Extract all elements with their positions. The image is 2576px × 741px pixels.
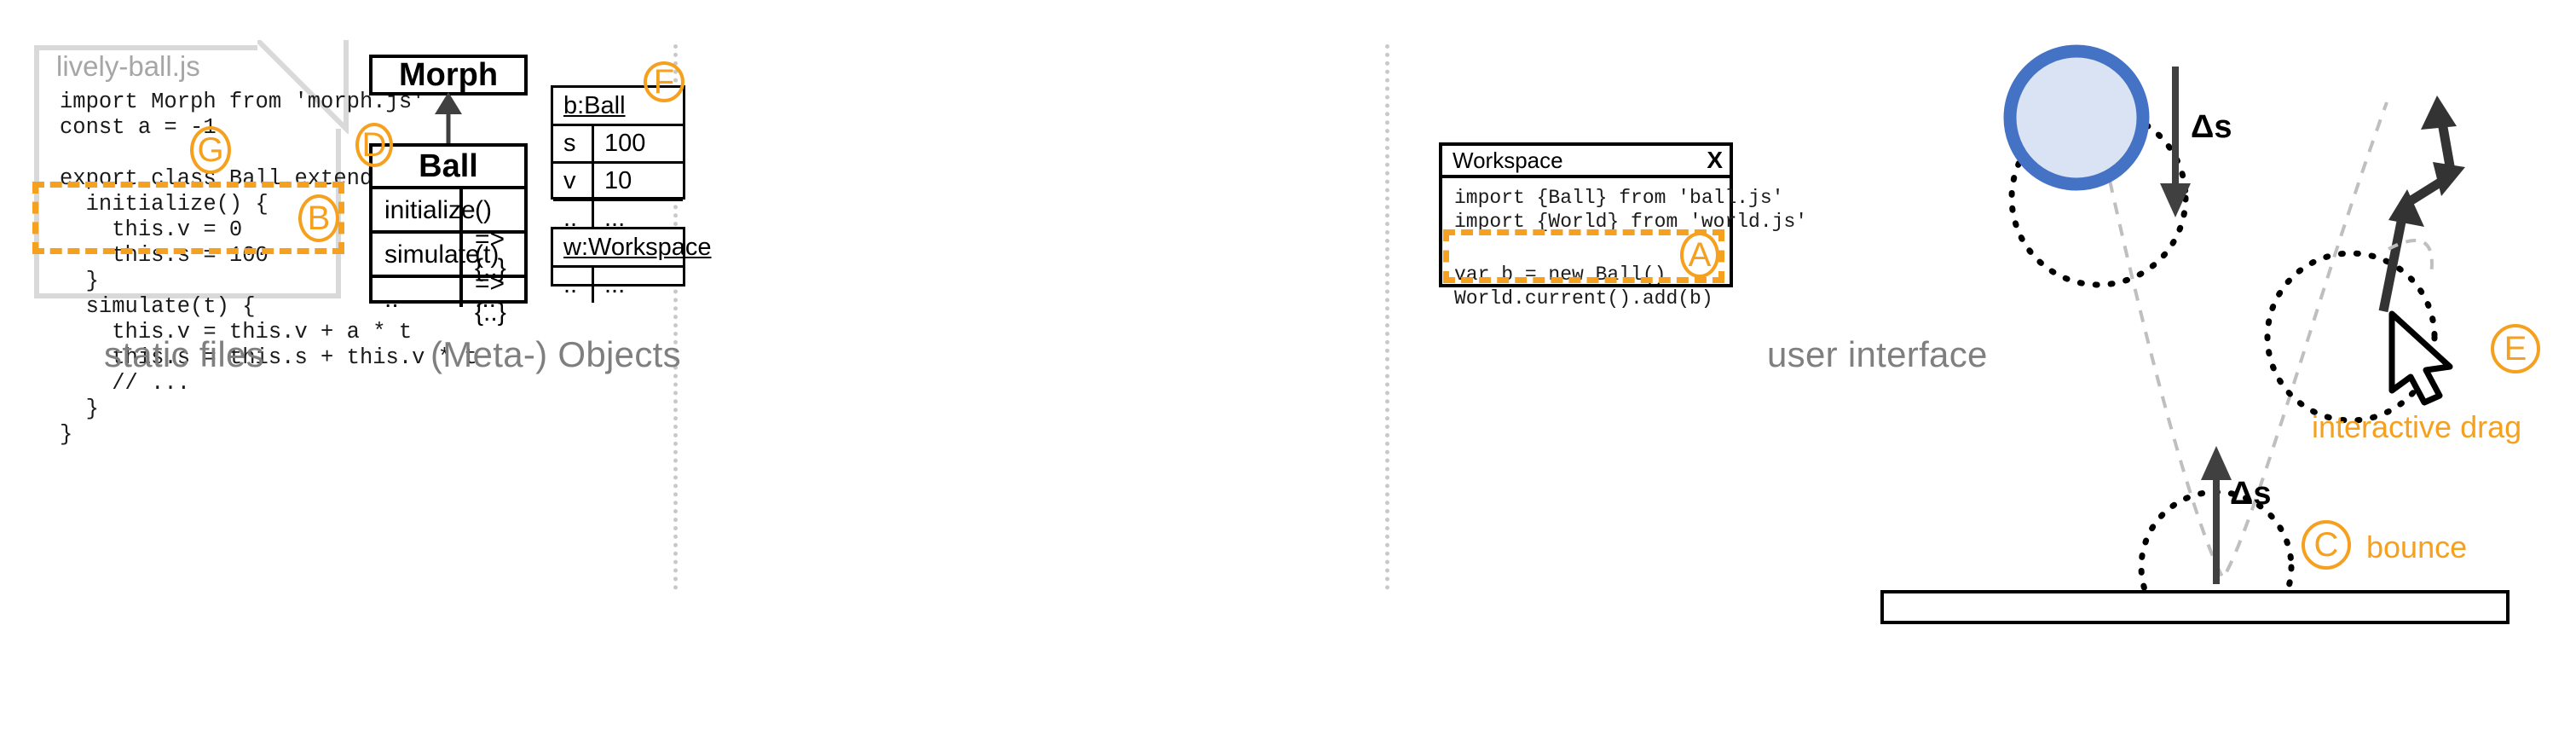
close-icon[interactable]: X — [1707, 147, 1723, 173]
file-code-top: import Morph from 'morph.js' const a = -… — [60, 90, 490, 293]
uml-cell-value: (t) => {..} — [475, 240, 506, 327]
ghost-ball-top — [2008, 107, 2189, 288]
delta-s-down-head — [2160, 183, 2191, 217]
caption-user-interface: user interface — [1767, 334, 1988, 374]
badge-b[interactable]: B — [298, 194, 339, 242]
inheritance-arrow-icon — [435, 92, 462, 145]
ball-simulation-graphic — [2003, 44, 2465, 597]
caption-meta-objects: (Meta-) Objects — [430, 334, 681, 374]
ball-shape — [2003, 44, 2150, 191]
drag-arrow-3-head — [2421, 96, 2457, 130]
uml-class-morph-name: Morph — [398, 56, 499, 93]
object-cell-key: .. — [553, 268, 594, 303]
uml-cell-value: ... — [475, 285, 497, 313]
uml-cell-member: initialize — [373, 189, 476, 230]
uml-row-initialize[interactable]: initialize () => {..} — [373, 186, 524, 282]
delta-s-up-head — [2201, 446, 2232, 480]
object-cell-value: 10 — [604, 167, 632, 194]
highlight-box-simulate — [32, 182, 344, 254]
badge-e[interactable]: E — [2491, 324, 2540, 373]
uml-cell-member: simulate — [373, 234, 480, 275]
column-divider-right — [1385, 44, 1389, 590]
object-row-s[interactable]: s 100 — [553, 124, 683, 161]
caption-static-files: static files — [104, 334, 264, 374]
label-interactive-drag: interactive drag — [2312, 409, 2522, 444]
drag-hint-arc — [2388, 239, 2434, 275]
drag-arrow-1-shaft — [2378, 207, 2409, 313]
badge-g[interactable]: G — [190, 126, 231, 174]
object-box-workspace-header: w:Workspace — [563, 234, 712, 261]
object-cell-key: s — [553, 126, 594, 161]
object-row-v[interactable]: v 10 — [553, 161, 683, 199]
file-title: lively-ball.js — [56, 50, 200, 82]
object-box-ball-header: b:Ball — [563, 92, 626, 119]
object-cell-key: .. — [553, 201, 594, 236]
uml-row-more[interactable]: .. ... — [373, 275, 524, 313]
uml-row-simulate[interactable]: simulate (t) => {..} — [373, 230, 524, 327]
file-card-fold-icon — [257, 40, 349, 134]
uml-class-ball[interactable]: Ball initialize () => {..} simulate (t) … — [369, 143, 528, 327]
badge-d[interactable]: D — [355, 123, 393, 167]
ground-bar — [1880, 590, 2510, 624]
file-code-bottom: } } — [60, 397, 99, 447]
badge-c[interactable]: C — [2302, 520, 2351, 570]
uml-class-ball-name: Ball — [419, 148, 478, 184]
trajectory-path — [2085, 72, 2388, 582]
uml-cell-value: () => {..} — [475, 196, 506, 282]
badge-a[interactable]: A — [1680, 232, 1719, 278]
object-cell-value: 100 — [604, 130, 646, 157]
uml-cell-member: .. — [373, 278, 463, 313]
workspace-code-imports: import {Ball} from 'ball.js' import {Wor… — [1454, 187, 1808, 233]
file-code-highlight: simulate(t) { this.v = this.v + a * t th… — [85, 294, 477, 396]
workspace-code-area[interactable]: import {Ball} from 'ball.js' import {Wor… — [1442, 178, 1808, 310]
object-box-workspace-instance[interactable]: w:Workspace .. ... — [551, 227, 712, 303]
uml-class-morph[interactable]: Morph — [369, 55, 528, 96]
drag-arrow-1-head — [2388, 189, 2424, 227]
cursor-icon — [2388, 310, 2453, 406]
object-row-more[interactable]: .. ... — [553, 199, 683, 236]
highlight-box-workspace-snippet — [1443, 229, 1724, 283]
workspace-title: Workspace — [1453, 147, 1563, 173]
ui-scene: Δs Δs C bounce E interactive drag — [1875, 9, 2576, 597]
object-cell-value: ... — [604, 271, 626, 298]
delta-s-down-label: Δs — [2191, 109, 2232, 145]
workspace-titlebar[interactable]: Workspace X — [1442, 146, 1730, 178]
file-code-block: import Morph from 'morph.js' const a = -… — [60, 90, 490, 448]
object-cell-key: v — [553, 164, 594, 199]
object-row-more[interactable]: .. ... — [553, 265, 683, 303]
ghost-ball-drag — [2264, 250, 2438, 424]
file-card[interactable]: lively-ball.js import Morph from 'morph.… — [34, 40, 490, 447]
column-divider-left — [673, 44, 678, 590]
delta-s-up-label: Δs — [2230, 476, 2272, 512]
badge-f[interactable]: F — [644, 61, 684, 102]
label-bounce: bounce — [2366, 530, 2468, 564]
drag-arrow-2-head — [2433, 162, 2465, 196]
object-box-ball-instance[interactable]: b:Ball s 100 v 10 .. ... — [551, 85, 685, 236]
